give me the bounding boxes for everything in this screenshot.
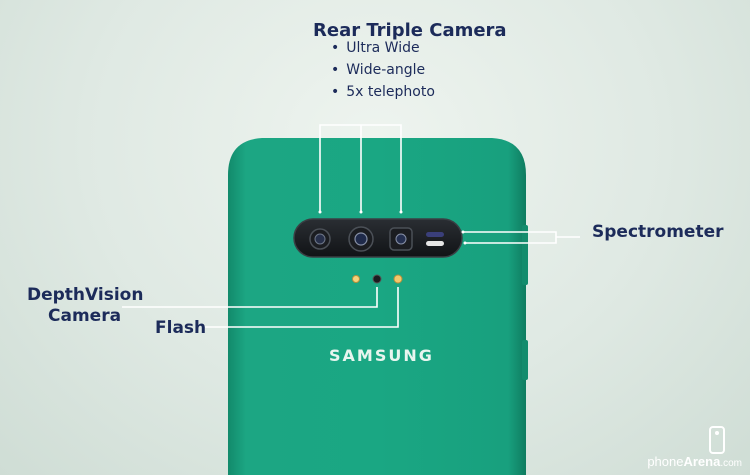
spectrometer-sensor-bottom <box>426 241 444 246</box>
rear-camera-item-telephoto: 5x telephoto <box>331 84 435 100</box>
spectrometer-sensor-top <box>426 232 444 237</box>
rear-camera-title: Rear Triple Camera <box>313 20 507 41</box>
depthvision-camera <box>372 274 382 284</box>
phonearena-logo-icon <box>709 426 725 454</box>
depthvision-emitter <box>352 275 360 283</box>
watermark-part1: phone <box>647 454 684 469</box>
ultra-wide-lens <box>309 228 331 250</box>
callout-lines <box>122 124 580 328</box>
rear-camera-list: Ultra Wide Wide-angle 5x telephoto <box>331 40 435 106</box>
side-button <box>522 340 528 380</box>
flash-label: Flash <box>155 318 207 338</box>
depthvision-label-line2: Camera <box>48 306 122 326</box>
flash-led <box>393 274 403 284</box>
wide-angle-lens <box>348 226 374 252</box>
telephoto-lens <box>389 227 413 251</box>
watermark-part3: .com <box>720 458 742 469</box>
depthvision-label-line1: DepthVision <box>27 285 144 305</box>
rear-camera-item-wide-angle: Wide-angle <box>331 62 435 78</box>
watermark: phoneArena.com <box>647 454 742 469</box>
rear-camera-item-ultra-wide: Ultra Wide <box>331 40 435 56</box>
samsung-logo: SAMSUNG <box>329 346 434 365</box>
watermark-part2: Arena <box>683 454 721 469</box>
side-button <box>522 225 528 285</box>
camera-module <box>293 218 463 258</box>
spectrometer-label: Spectrometer <box>592 222 724 242</box>
